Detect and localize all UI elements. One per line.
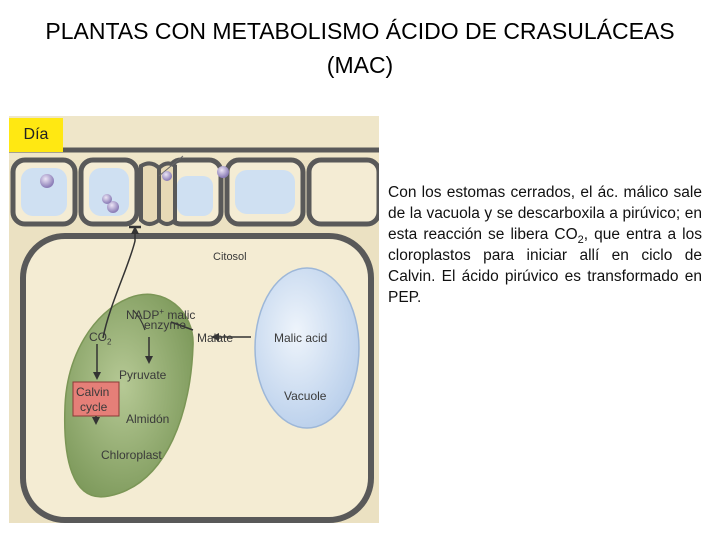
malic-acid-label: Malic acid [274,331,328,345]
title-line-2: (MAC) [326,52,394,78]
day-badge: Día [9,118,63,152]
pyruvate-label: Pyruvate [119,368,167,382]
starch-label: Almidón [126,412,170,426]
co2-text: CO [89,330,107,344]
description-part-1: Con los estomas cerrados, el ác. málico … [388,184,702,243]
nadp-malic-enzyme-label: NADP+ malic [126,305,195,322]
malic-text: malic [167,308,196,322]
chloroplast-label: Chloroplast [101,448,162,462]
title-line-1: PLANTAS CON METABOLISMO ÁCIDO DE CRASULÁ… [45,18,675,44]
description-text: Con los estomas cerrados, el ác. málico … [388,182,702,308]
description-part-2: , que entra a los cloroplastos para inic… [388,226,702,306]
calvin-label: Calvin [76,385,110,399]
pathway-arrows [92,226,251,425]
cytosol-label: Citosol [213,251,247,263]
nadp-superscript: + [159,307,165,316]
co2-label: CO2 [89,330,111,349]
description-co2-subscript: 2 [577,234,584,247]
co2-subscript: 2 [107,337,112,347]
organelles [40,166,229,213]
nadp-text: NADP [126,308,160,322]
vacuole-label: Vacuole [284,389,327,403]
cell-illustration [9,116,379,523]
slide-title: PLANTAS CON METABOLISMO ÁCIDO DE CRASULÁ… [20,14,700,82]
cam-cell-diagram: Citosol NADP+ malic enzyme CO2 Malate Ma… [9,116,379,523]
vacuole-shape [254,267,360,429]
guard-cells [139,161,177,226]
malate-label: Malate [197,331,234,345]
cycle-label: cycle [80,400,108,414]
calvin-box [72,381,120,417]
enzyme-label: enzyme [144,318,187,332]
